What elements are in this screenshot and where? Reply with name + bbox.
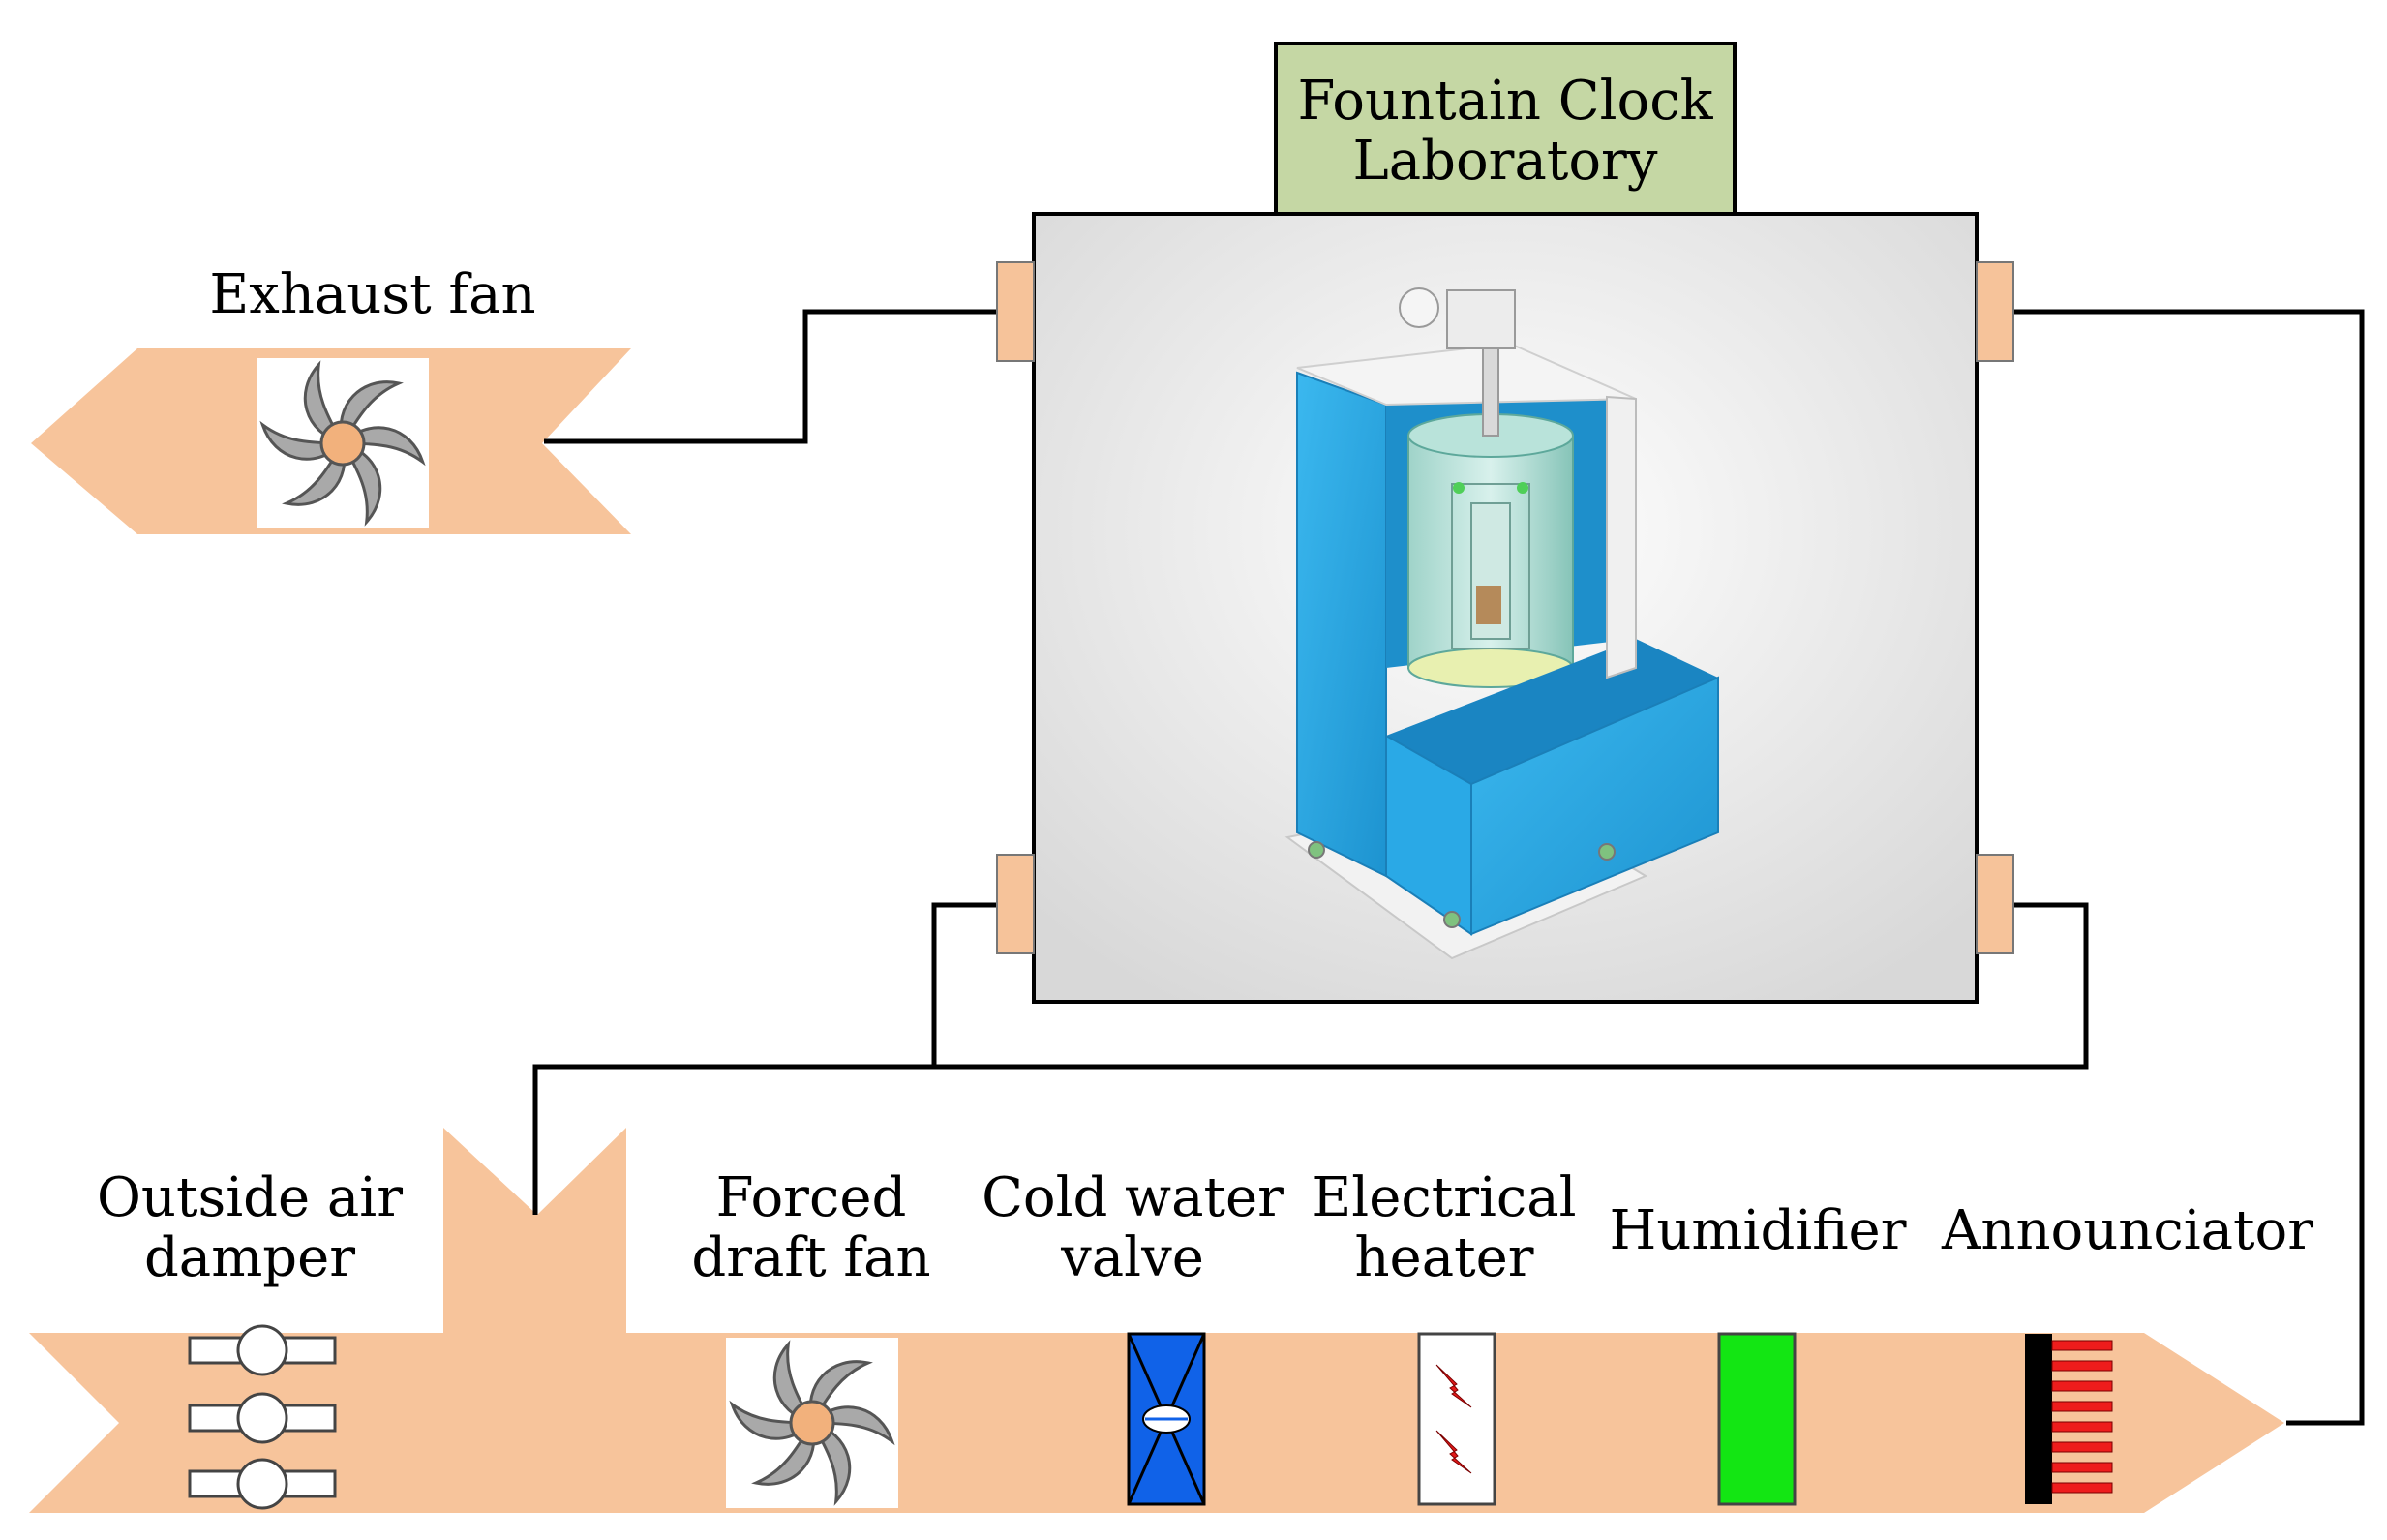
connection-lines — [532, 309, 2365, 1426]
exhaust-fan-label: Exhaust fan — [209, 263, 535, 326]
heater-icon — [1417, 1332, 1496, 1506]
port-top-right — [1976, 261, 2014, 362]
port-top-left — [996, 261, 1035, 362]
svg-text:Outside air: Outside air — [97, 1166, 403, 1229]
svg-text:draft fan: draft fan — [691, 1226, 930, 1289]
outside-air-damper-label: Outside air damper — [97, 1166, 403, 1289]
title-line-1: Fountain Clock — [1297, 70, 1713, 133]
svg-text:Cold water: Cold water — [982, 1166, 1284, 1229]
humidifier-icon — [1717, 1332, 1797, 1506]
cold-water-valve-label: Cold water valve — [982, 1166, 1284, 1289]
port-bottom-right — [1976, 854, 2014, 954]
electrical-heater-label: Electrical heater — [1312, 1166, 1576, 1289]
exhaust-fan-icon — [257, 358, 429, 528]
announciator-icon — [2025, 1334, 2113, 1504]
fan-icon — [726, 1338, 898, 1508]
supply-branch-left — [931, 902, 997, 1067]
svg-text:damper: damper — [144, 1226, 355, 1289]
announciator-label: Announciator — [1941, 1199, 2313, 1262]
laboratory-panel — [996, 212, 2014, 1004]
exhaust-connection-line — [544, 309, 997, 444]
humidifier-label: Humidifier — [1610, 1199, 1907, 1262]
supply-connection-line — [532, 902, 2089, 1215]
svg-text:Forced: Forced — [716, 1166, 907, 1229]
svg-text:Electrical: Electrical — [1312, 1166, 1576, 1229]
clock-apparatus-image — [1284, 287, 1719, 960]
valve-icon — [1127, 1332, 1206, 1506]
return-connection-right — [2013, 309, 2365, 1426]
svg-text:valve: valve — [1060, 1226, 1204, 1289]
title-line-2: Laboratory — [1353, 130, 1658, 193]
title-box: Fountain Clock Laboratory — [1274, 42, 1737, 216]
damper-icon — [188, 1324, 337, 1510]
forced-draft-fan-label: Forced draft fan — [691, 1166, 930, 1289]
port-bottom-left — [996, 854, 1035, 954]
svg-text:heater: heater — [1354, 1226, 1533, 1289]
